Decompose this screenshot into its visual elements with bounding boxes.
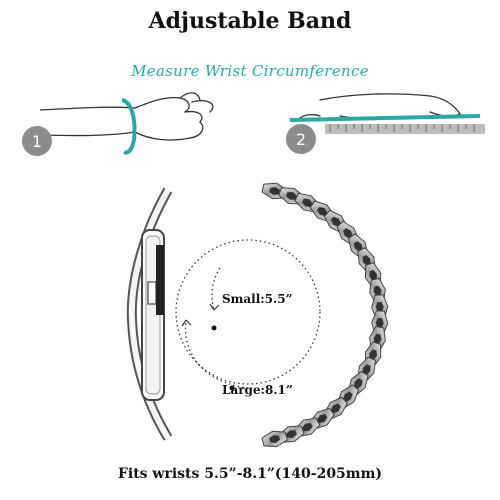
watch-band-illustration: [126, 182, 389, 448]
band-links: [261, 182, 389, 448]
band-link: [261, 430, 288, 448]
wrist-tape-illustration: [40, 92, 214, 155]
fit-range-caption: Fits wrists 5.5”-8.1”(140-205mm): [117, 466, 383, 482]
page-title: Adjustable Band: [148, 8, 352, 34]
ruler-measure-illustration: [289, 93, 485, 134]
step-1-badge: 1: [22, 126, 52, 156]
large-size-label: Large:8.1”: [222, 383, 293, 397]
measure-instruction: Measure Wrist Circumference: [131, 62, 369, 80]
step-2-badge: 2: [286, 124, 316, 154]
small-size-label: Small:5.5”: [222, 292, 293, 306]
